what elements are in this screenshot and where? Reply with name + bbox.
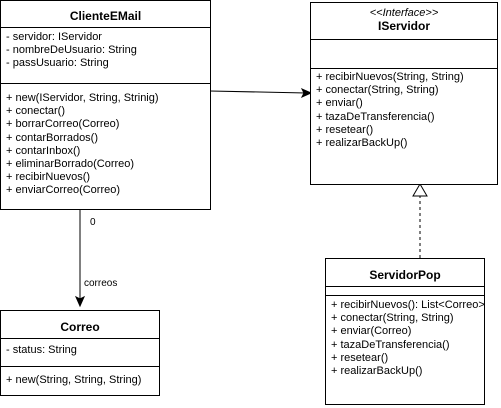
method: + tazaDeTransferencia() xyxy=(331,338,450,351)
method: + eliminarBorrado(Correo) xyxy=(6,158,135,171)
role-label: correos xyxy=(84,278,118,289)
attributes-section xyxy=(326,287,484,296)
method: + contarInbox() xyxy=(6,144,81,157)
class-header: ClienteEMail xyxy=(1,1,210,28)
attribute: - status: String xyxy=(6,344,77,356)
class-correo[interactable]: Correo - status: String + new(String, St… xyxy=(0,310,160,396)
class-cliente-email[interactable]: ClienteEMail - servidor: IServidor - nom… xyxy=(0,0,211,210)
method: + recibirNuevos(String, String) xyxy=(316,71,464,83)
interface-iservidor[interactable]: <<Interface>> IServidor + recibirNuevos(… xyxy=(310,2,498,185)
method: + resetear() xyxy=(331,351,389,364)
attributes-section: - servidor: IServidor - nombreDeUsuario:… xyxy=(1,28,210,84)
attribute: - passUsuario: String xyxy=(6,57,109,70)
attribute: - nombreDeUsuario: String xyxy=(6,44,137,57)
method: + tazaDeTransferencia() xyxy=(316,110,435,123)
method: + new(String, String, String) xyxy=(6,374,142,386)
interface-stereotype: <<Interface>> xyxy=(369,7,439,19)
multiplicity-label: 0 xyxy=(90,217,96,228)
attribute: - servidor: IServidor xyxy=(6,31,102,43)
class-name: IServidor xyxy=(377,19,431,33)
method: + enviar(Correo) xyxy=(331,325,412,338)
method: + borrarCorreo(Correo) xyxy=(6,118,120,131)
class-name: ServidorPop xyxy=(369,268,441,282)
class-servidor-pop[interactable]: ServidorPop + recibirNuevos(): List<Corr… xyxy=(325,258,485,405)
attributes-section: - status: String xyxy=(1,339,159,367)
class-name: ClienteEMail xyxy=(69,9,142,23)
dependency-edge-cliente-iservidor xyxy=(209,90,307,94)
method: + recibirNuevos() xyxy=(6,171,91,184)
attributes-section xyxy=(311,40,497,69)
method: + realizarBackUp() xyxy=(331,365,423,378)
class-name: Correo xyxy=(60,320,100,334)
methods-section: + new(IServidor, String, Strinig) + cone… xyxy=(1,84,210,201)
methods-section: + recibirNuevos(String, String) + conect… xyxy=(311,69,497,153)
method: + conectar(String, String) xyxy=(316,84,439,97)
realization-triangle-head xyxy=(412,183,428,197)
method: + conectar() xyxy=(6,105,65,118)
method: + recibirNuevos(): List<Correo> xyxy=(331,299,484,311)
association-arrowhead xyxy=(74,295,86,308)
class-header: ServidorPop xyxy=(326,259,484,287)
dependency-arrowhead xyxy=(300,87,313,99)
method: + resetear() xyxy=(316,123,374,136)
methods-section: + recibirNuevos(): List<Correo> + conect… xyxy=(326,296,484,381)
class-header: Correo xyxy=(1,311,159,339)
class-header: <<Interface>> IServidor xyxy=(311,3,497,40)
method: + new(IServidor, String, Strinig) xyxy=(6,92,159,104)
method: + conectar(String, String) xyxy=(331,312,454,325)
method: + enviarCorreo(Correo) xyxy=(6,184,121,197)
methods-section: + new(String, String, String) xyxy=(1,367,159,390)
method: + enviar() xyxy=(316,97,363,110)
method: + realizarBackUp() xyxy=(316,137,408,150)
method: + contarBorrados() xyxy=(6,131,99,144)
